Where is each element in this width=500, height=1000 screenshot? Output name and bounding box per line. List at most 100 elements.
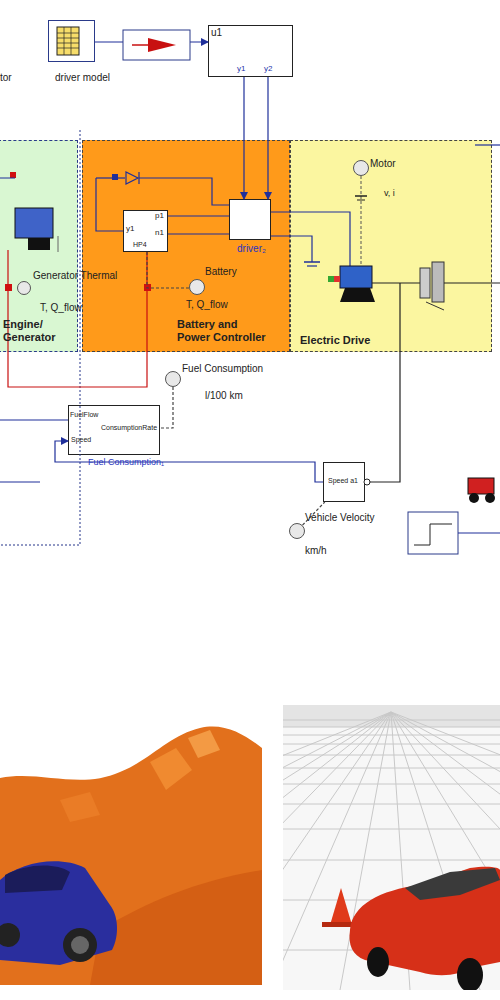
node-text: Fuel Consumption xyxy=(182,363,263,375)
label-text: tor xyxy=(0,72,12,84)
signal-connector xyxy=(168,233,229,234)
node-text: v, i xyxy=(384,188,395,198)
signal-connector xyxy=(168,215,229,216)
node-text: u1 xyxy=(211,27,222,39)
flange-symbol xyxy=(364,479,370,485)
node-text: driver model xyxy=(55,72,110,84)
flange-symbol xyxy=(334,276,340,282)
grid-scene xyxy=(283,705,500,990)
car-wheel xyxy=(457,958,483,990)
vehicle-symbol xyxy=(485,493,495,503)
node-text: km/h xyxy=(305,545,327,557)
shaft-line xyxy=(444,282,500,283)
circle-outline xyxy=(165,371,181,387)
node-text: Motor xyxy=(370,158,396,170)
motor-base xyxy=(340,288,375,302)
circle-outline xyxy=(190,280,205,295)
signal-wire xyxy=(0,481,40,482)
node-text: Fuel Consumption₁ xyxy=(88,457,164,467)
port-square xyxy=(10,172,16,178)
ground-symbol xyxy=(304,261,320,263)
car-wheel xyxy=(0,923,20,947)
circle-outline xyxy=(290,524,305,539)
circle-outline xyxy=(189,279,205,295)
circle-outline xyxy=(353,160,369,176)
signal-connector xyxy=(267,77,268,199)
node-text: Electric Drive xyxy=(300,334,370,347)
node-text: T, Q_flow xyxy=(40,302,82,314)
sensor-circle: Generator ThermalT, Q_flow xyxy=(17,281,31,295)
sensor-circle: Fuel Consumptionl/100 km xyxy=(165,371,181,387)
filter-block xyxy=(123,30,190,60)
subsystem-band: Battery and Power Controllery1p1n1HP4dri… xyxy=(82,140,290,352)
scene-background xyxy=(283,705,500,990)
signal-wire xyxy=(96,177,125,178)
signal-wire xyxy=(0,419,68,420)
ground-symbol xyxy=(58,236,59,252)
shaft-line xyxy=(372,282,420,283)
engine-base xyxy=(28,238,50,250)
sensor-symbol xyxy=(355,195,367,197)
floor-grid xyxy=(283,712,500,990)
terrain-scene xyxy=(0,726,262,985)
car-body xyxy=(0,861,117,965)
controller-box: y1p1n1HP4 xyxy=(123,210,168,252)
node-text: driver₂ xyxy=(237,243,266,255)
sensor-circle: Vehicle Velocitykm/h xyxy=(289,523,305,539)
circle-outline xyxy=(17,281,31,295)
node-text: T, Q_flow xyxy=(186,299,228,311)
step-graph xyxy=(414,524,452,545)
port-square xyxy=(5,284,12,291)
node-text: Speed a1 xyxy=(328,477,358,485)
node-text: l/100 km xyxy=(205,390,243,402)
node-text: p1 xyxy=(155,211,164,220)
port-square xyxy=(112,174,118,180)
node-text: FuelFlow xyxy=(70,411,98,419)
gear-symbol xyxy=(420,268,430,298)
dashed-connector xyxy=(160,387,173,428)
step-source xyxy=(408,512,458,554)
node-text: Battery xyxy=(205,266,237,278)
signal-connector xyxy=(243,77,244,199)
node-text: Battery and Power Controller xyxy=(177,318,270,343)
filter-symbol xyxy=(148,38,176,52)
table-icon xyxy=(57,27,79,55)
flange-symbol xyxy=(328,276,334,282)
driver-box: driver₂ xyxy=(229,199,271,240)
node-text: Generator Thermal xyxy=(33,270,117,282)
consumption-box: FuelFlowConsumptionRateSpeedFuel Consump… xyxy=(68,405,160,455)
node-text: y2 xyxy=(264,64,272,73)
terrain xyxy=(0,726,262,985)
sensor-circle: BatteryT, Q_flow xyxy=(189,279,205,295)
node-text: ConsumptionRate xyxy=(101,424,157,432)
signal-bus-box: u1y1y2 xyxy=(208,25,293,77)
signal-wire xyxy=(458,532,500,533)
car-wheel xyxy=(63,928,97,962)
signal-wire xyxy=(475,144,500,145)
vehicle-symbol xyxy=(468,478,494,494)
node-text: Engine/ Generator xyxy=(3,318,69,343)
car-wheel xyxy=(367,947,389,977)
vehicle-symbol xyxy=(469,493,479,503)
gear-symbol xyxy=(432,262,444,302)
subsystem-band: Electric Drive Motor v, i xyxy=(290,140,492,352)
node-text: HP4 xyxy=(133,241,147,249)
motor-symbol xyxy=(340,266,372,288)
car-window xyxy=(5,866,70,893)
car-window xyxy=(405,868,500,900)
signal-wire xyxy=(0,178,15,179)
node-text: Vehicle Velocity xyxy=(305,512,375,524)
engine-symbol xyxy=(15,208,53,238)
terrain-facet xyxy=(60,792,100,822)
filter-symbol xyxy=(132,44,150,46)
terrain-facet xyxy=(150,748,192,790)
circle-outline xyxy=(166,372,181,387)
node-text: n1 xyxy=(155,228,164,237)
circle-outline xyxy=(18,282,31,295)
traffic-cone xyxy=(330,888,352,925)
speed-box: Speed a1 xyxy=(323,462,365,502)
